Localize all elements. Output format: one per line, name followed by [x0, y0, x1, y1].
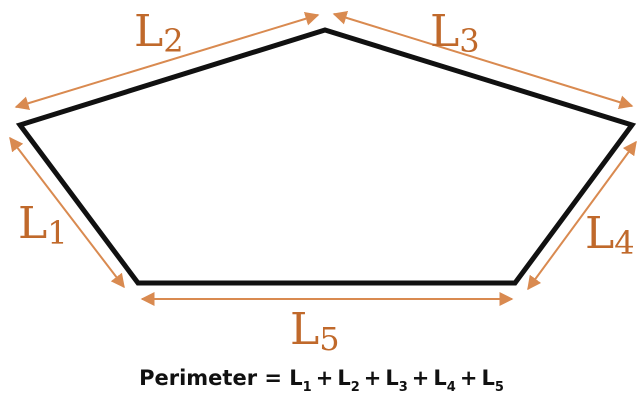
arrow-side-l2: [14, 11, 320, 111]
formula-term-l3: L3: [385, 366, 408, 395]
arrow-side-l3: [332, 11, 634, 109]
formula-lead: Perimeter =: [139, 366, 290, 390]
label-l3: L3: [430, 6, 480, 60]
label-l2: L2: [134, 6, 184, 60]
formula-plus: +: [411, 366, 430, 390]
perimeter-formula: Perimeter = L1+L2+L3+L4+L5: [0, 366, 643, 395]
formula-term-l5: L5: [481, 366, 504, 395]
formula-term-l2: L2: [337, 366, 360, 395]
label-l4: L4: [585, 208, 635, 262]
formula-term-l4: L4: [433, 366, 456, 395]
formula-term-l1: L1: [289, 366, 312, 395]
pentagon-outline: [15, 27, 637, 286]
arrow-side-l1: [9, 136, 125, 289]
label-l5: L5: [290, 304, 340, 358]
arrow-side-l4: [527, 140, 637, 291]
formula-plus: +: [315, 366, 334, 390]
formula-plus: +: [459, 366, 478, 390]
label-l1: L1: [18, 198, 68, 252]
formula-plus: +: [363, 366, 382, 390]
